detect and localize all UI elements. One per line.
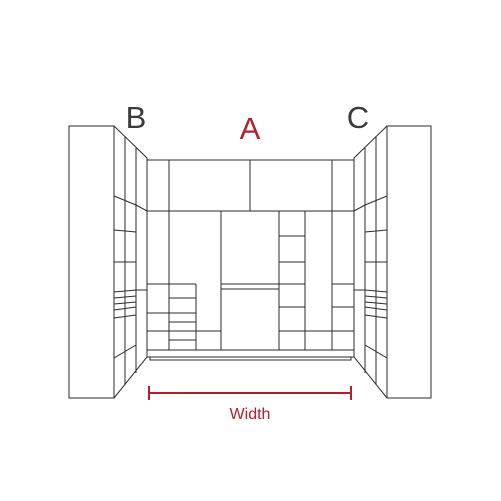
drawer-fronts: [169, 297, 196, 341]
center-unit: [146, 159, 355, 361]
left-wing-shelves: [113, 195, 137, 359]
left-wing-dividers: [124, 137, 137, 385]
right-column-divider: [305, 211, 354, 350]
section-label-a: A: [240, 111, 261, 146]
left-wing-unit: [68, 125, 148, 399]
section-label-c: C: [347, 100, 369, 135]
right-wing-inner-shelves: [353, 204, 366, 291]
left-cube-shelf: [196, 211, 222, 350]
width-label: Width: [230, 406, 271, 423]
width-dimension-line: [148, 386, 352, 400]
right-column-shelves: [332, 283, 354, 308]
left-column-shelves: [147, 283, 196, 332]
right-wing-dividers: [364, 137, 377, 385]
right-wing-shelves: [364, 195, 388, 359]
section-label-b: B: [126, 100, 147, 135]
right-outer-panel: [386, 125, 432, 399]
left-outer-panel: [68, 125, 115, 399]
center-base: [147, 349, 354, 361]
hanging-section: [220, 210, 280, 351]
right-tower-shelves: [279, 235, 305, 332]
left-wing-inner-shelves: [135, 204, 148, 291]
right-wing-unit: [353, 125, 432, 399]
top-storage-partitions: [168, 160, 333, 211]
hanging-rail: [221, 283, 279, 290]
